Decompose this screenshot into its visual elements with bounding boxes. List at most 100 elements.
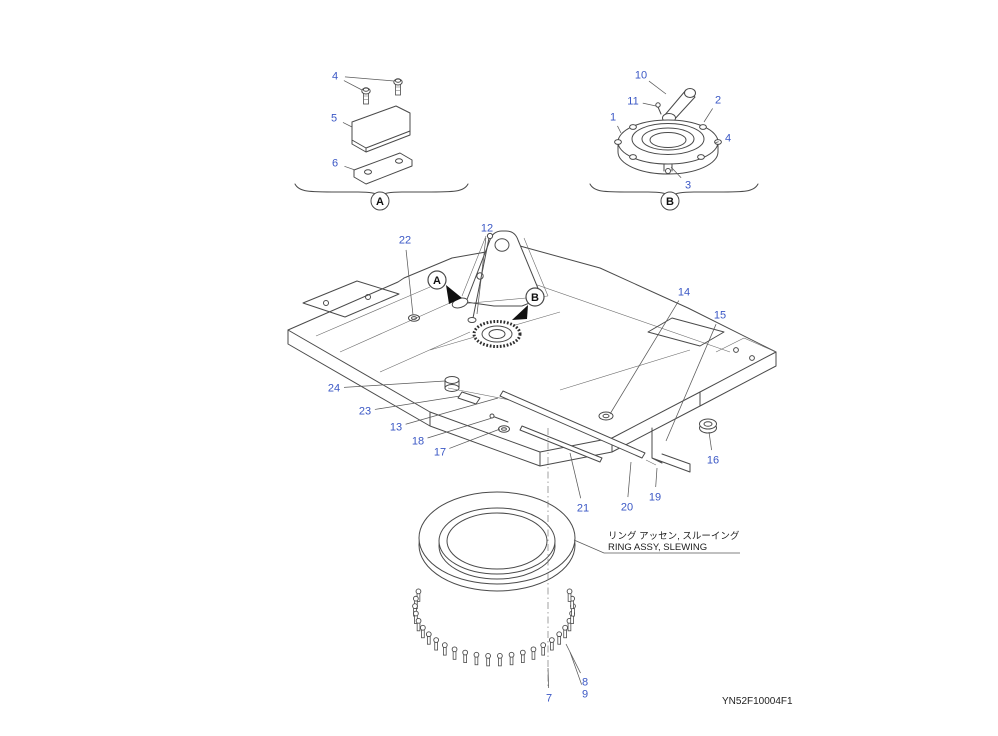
right-deck-plate (647, 317, 777, 361)
callout-leader (569, 651, 582, 685)
callout-17: 17 (434, 428, 501, 459)
detail-a-letter: A (376, 196, 384, 208)
callout-number: 6 (332, 158, 338, 170)
slew-bolt-icon (566, 588, 573, 602)
callout-number: 4 (725, 133, 731, 145)
callout-number: 8 (582, 677, 588, 689)
slew-bolt-icon (473, 651, 480, 666)
callout-leader (648, 80, 667, 95)
callout-number: 24 (328, 383, 340, 395)
callout-leader (642, 102, 657, 107)
slewing-ring: リング アッセン, スルーイング RING ASSY, SLEWING (418, 491, 740, 592)
callout-leader (405, 397, 499, 425)
rod-20 (499, 390, 646, 459)
slew-bolt-icon (497, 653, 503, 667)
callout-leader (547, 667, 550, 689)
callout-1: 1 (610, 112, 622, 134)
view-arrow-b-icon (512, 305, 528, 320)
slew-bolt-icon (540, 642, 547, 656)
slew-bolt-icon (562, 624, 568, 639)
callout-number: 13 (390, 422, 402, 434)
ring-label-en: RING ASSY, SLEWING (608, 542, 707, 553)
callout-16: 16 (707, 431, 719, 467)
slew-bolt-icon (451, 646, 458, 660)
callout-leader (343, 80, 363, 91)
callout-leader (342, 122, 353, 128)
callout-leader (670, 166, 682, 178)
callout-leader (565, 643, 581, 674)
callout-number: 2 (715, 95, 721, 107)
detail-b-brace: B (589, 183, 759, 211)
roller-16 (699, 418, 717, 434)
callout-number: 5 (331, 113, 337, 125)
callout-leader (708, 431, 712, 451)
bracket-15 (645, 427, 691, 473)
callout-7: 7 (546, 667, 552, 705)
callout-leader (405, 249, 414, 316)
swivel-flange-drawing (614, 119, 722, 175)
callout-number: 7 (546, 693, 552, 705)
callout-leader (344, 165, 356, 171)
view-marker-b: B (512, 287, 545, 320)
callout-number: 17 (434, 447, 446, 459)
callout-14: 14 (609, 287, 690, 415)
callout-10: 10 (635, 70, 667, 95)
slew-bolt-icon (530, 646, 537, 660)
callout-leader (617, 125, 622, 134)
callout-number: 15 (714, 310, 726, 322)
ring-label-jp: リング アッセン, スルーイング (608, 530, 740, 542)
callout-19: 19 (649, 467, 661, 504)
sleeve-14 (598, 411, 614, 421)
callout-13: 13 (390, 397, 499, 434)
callout-leader (627, 461, 632, 498)
handle-drawing (662, 88, 696, 123)
slew-bolt-icon (441, 642, 448, 656)
slew-bolt-icon (415, 617, 422, 632)
callout-22: 22 (399, 235, 414, 316)
bolt-arc (412, 588, 576, 667)
callout-20: 20 (621, 461, 633, 514)
callout-leader (476, 237, 487, 315)
callout-number: 10 (635, 70, 647, 82)
slew-bolt-icon (462, 649, 469, 663)
pin-drawing (655, 102, 662, 115)
callout-11: 11 (627, 96, 657, 108)
view-marker-b-letter: B (531, 292, 539, 304)
washer-17 (498, 425, 510, 433)
slew-bolt-icon (433, 637, 439, 651)
callout-number: 12 (481, 223, 493, 235)
view-arrow-a-icon (446, 285, 462, 304)
callout-number: 16 (707, 455, 719, 467)
callout-8: 8 (565, 643, 588, 689)
callout-2: 2 (703, 95, 721, 123)
callout-number: 9 (582, 689, 588, 701)
callout-3: 3 (670, 166, 691, 192)
detail-view-a: A (294, 78, 469, 211)
callout-leader (344, 76, 395, 82)
callout-number: 11 (627, 96, 638, 108)
callout-4: 4 (332, 71, 395, 91)
callout-leader (609, 300, 680, 415)
detail-a-brace: A (294, 183, 469, 211)
callout-6: 6 (332, 158, 356, 171)
callout-12: 12 (476, 223, 493, 315)
slew-bolt-icon (519, 649, 526, 663)
rod-21 (519, 425, 603, 463)
callout-number: 1 (610, 112, 616, 124)
callout-leader (343, 380, 446, 388)
callout-number: 21 (577, 503, 589, 515)
callout-leader (655, 467, 658, 488)
callout-number: 22 (399, 235, 411, 247)
callout-number: 3 (685, 180, 691, 192)
cover-plate-drawing (351, 105, 411, 153)
slew-bolt-icon (485, 653, 491, 667)
callout-leader (449, 428, 501, 449)
frame-outline (287, 245, 777, 467)
slew-bolt-icon (549, 637, 555, 651)
callout-leader (703, 108, 713, 123)
callout-15: 15 (665, 310, 726, 442)
callout-9: 9 (569, 651, 588, 701)
